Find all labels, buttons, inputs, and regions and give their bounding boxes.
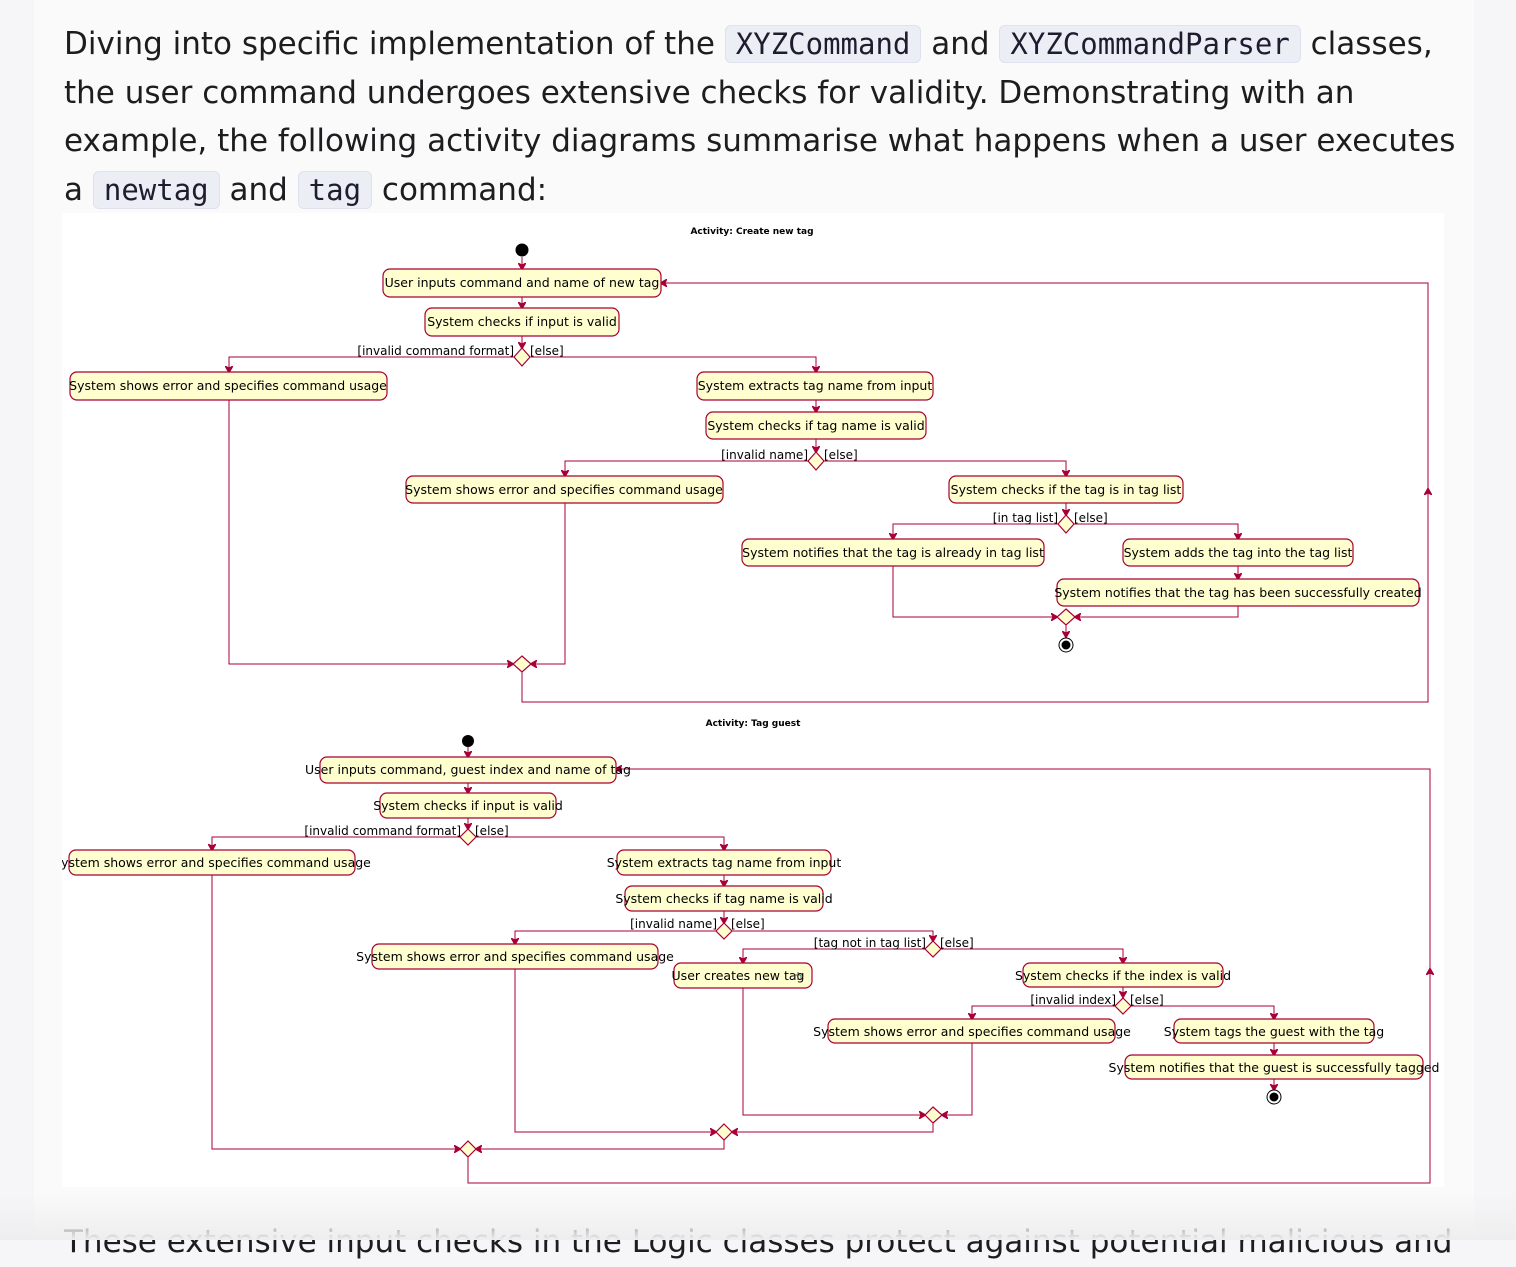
diagram2-start-node <box>462 735 474 747</box>
diagram2-guard-else-3: [else] <box>940 936 974 950</box>
diagram2-guard-else-2: [else] <box>731 917 765 931</box>
diagram1-node-created: System notifies that the tag has been su… <box>1054 585 1421 600</box>
diagram2-guard-invalid-format: [invalid command format] <box>304 824 461 838</box>
diagram1-node-already-in-list: System notifies that the tag is already … <box>742 545 1044 560</box>
diagram2-node-extract: System extracts tag name from input <box>607 855 842 870</box>
diagram1-node-error-2: System shows error and specifies command… <box>405 482 723 497</box>
diagram1-guard-else-2: [else] <box>824 448 858 462</box>
diagram1-guard-else-1: [else] <box>530 344 564 358</box>
rake-icon <box>794 972 802 980</box>
diagram2-guard-invalid-name: [invalid name] <box>630 917 717 931</box>
diagram1-node-adds: System adds the tag into the tag list <box>1124 545 1353 560</box>
code-xyzcommandparser: XYZCommandParser <box>999 25 1301 63</box>
diagram2-node-tagged: System notifies that the guest is succes… <box>1109 1060 1440 1075</box>
diagram2-decision-input <box>459 828 477 846</box>
diagram1-merge-errors <box>512 655 532 673</box>
diagram1-guard-else-3: [else] <box>1074 511 1108 525</box>
diagram1-merge-end <box>1056 608 1076 626</box>
diagram2-node-check-name: System checks if tag name is valid <box>615 891 832 906</box>
diagram1-node-check-input: System checks if input is valid <box>427 314 617 329</box>
code-xyzcommand: XYZCommand <box>724 25 922 63</box>
diagram2-node-error-3: System shows error and specifies command… <box>813 1024 1131 1039</box>
diagram2-node-error-2: System shows error and specifies command… <box>356 949 674 964</box>
diagram1-title: Activity: Create new tag <box>690 227 813 237</box>
activity-diagrams: Activity: Create new tag [invalid comman… <box>62 213 1444 1187</box>
diagram2-node-check-index: System checks if the index is valid <box>1015 968 1231 983</box>
diagram1-node-extract: System extracts tag name from input <box>698 378 933 393</box>
intro-text-1: Diving into specific implementation of t… <box>64 26 725 62</box>
code-tag: tag <box>297 170 373 209</box>
diagram2-guard-else-1: [else] <box>475 824 509 838</box>
diagram1-node-check-name: System checks if tag name is valid <box>707 418 924 433</box>
intro-text-2: and <box>921 26 1000 62</box>
outro-paragraph: These extensive input checks in the Logi… <box>64 1224 1453 1260</box>
diagram2-node-input: User inputs command, guest index and nam… <box>305 762 631 777</box>
diagram2-guard-not-in-list: [tag not in tag list] <box>814 936 926 950</box>
diagram1-node-error-1: System shows error and specifies command… <box>69 378 387 393</box>
diagram1-decision-name <box>807 451 825 471</box>
diagram1-decision-input <box>513 347 531 367</box>
diagram1-start-node <box>515 243 529 257</box>
diagram2-node-tags-guest: System tags the guest with the tag <box>1164 1024 1384 1039</box>
diagram1-decision-list <box>1057 514 1075 534</box>
diagram2-node-check-input: System checks if input is valid <box>373 798 563 813</box>
diagram1-node-check-list: System checks if the tag is in tag list <box>951 482 1182 497</box>
code-newtag: newtag <box>92 170 220 209</box>
diagram1-guard-in-list: [in tag list] <box>993 511 1058 525</box>
diagram2-guard-else-4: [else] <box>1130 993 1164 1007</box>
diagram2-node-error-1: System shows error and specifies command… <box>62 855 371 870</box>
diagram2-merge-index <box>924 1106 943 1124</box>
intro-text-5: command: <box>372 171 548 208</box>
diagram2-decision-name <box>715 922 733 940</box>
intro-text-4: and <box>219 171 298 208</box>
diagram1-node-input: User inputs command and name of new tag <box>385 275 660 290</box>
diagram2-merge-name <box>715 1123 733 1141</box>
intro-text-3: classes, the user command undergoes exte… <box>64 26 1456 208</box>
diagram2-merge-input <box>459 1140 477 1158</box>
activity-diagrams-svg: Activity: Create new tag [invalid comman… <box>62 227 1440 1184</box>
diagram1-guard-invalid-name: [invalid name] <box>721 448 808 462</box>
diagram2-decision-index <box>1114 997 1132 1015</box>
intro-paragraph: Diving into specific implementation of t… <box>64 20 1464 214</box>
diagram2-decision-tag-in-list <box>924 940 942 958</box>
diagram2-title: Activity: Tag guest <box>706 719 801 729</box>
diagram1-guard-invalid-format: [invalid command format] <box>357 344 514 358</box>
diagram2-guard-invalid-index: [invalid index] <box>1030 993 1116 1007</box>
diagram2-node-create-tag: User creates new tag <box>672 968 805 983</box>
